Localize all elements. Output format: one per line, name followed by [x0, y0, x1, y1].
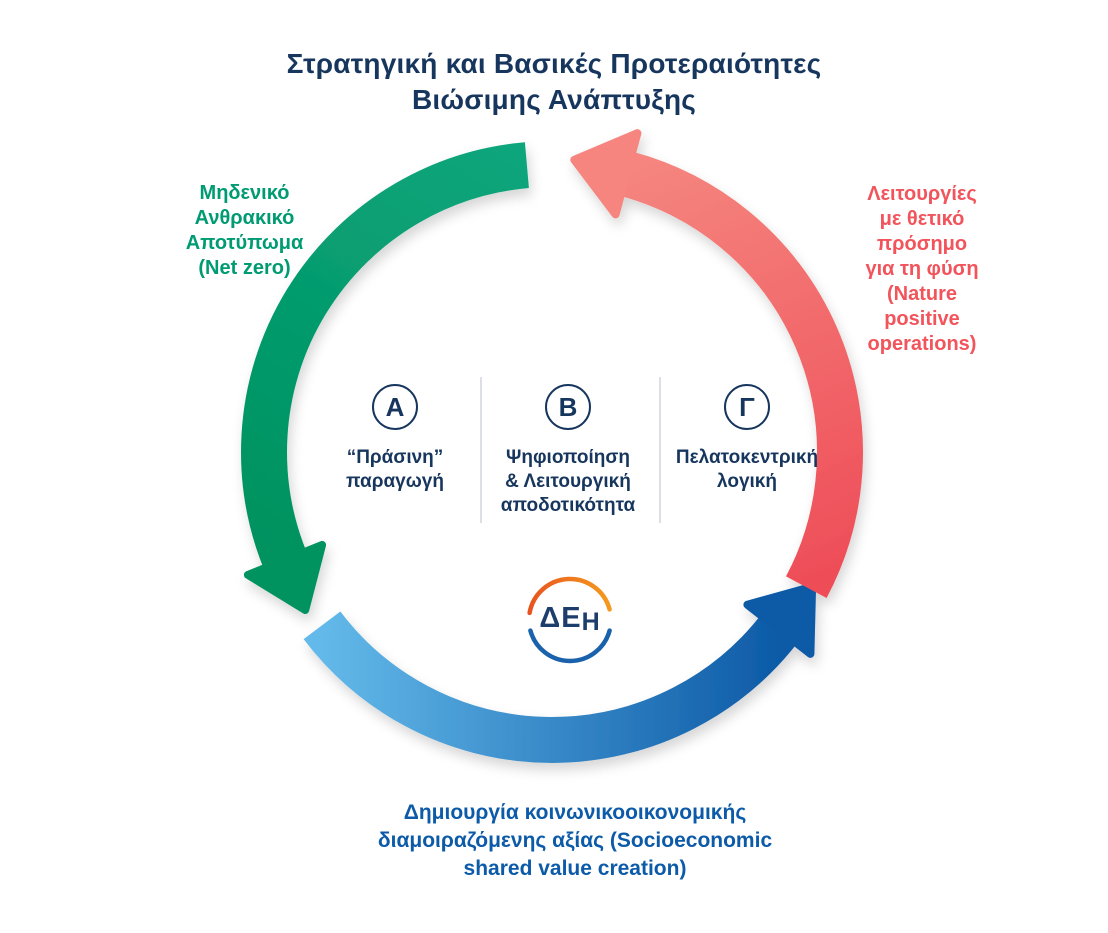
pillar-label-line: Πελατοκεντρική — [675, 447, 819, 468]
page-title-line-1: Στρατηγική και Βασικές Προτεραιότητες — [286, 48, 822, 79]
logo-orange-arc-icon — [527, 576, 612, 616]
pillar-label-line: & Λειτουργική — [505, 471, 631, 492]
blue-arrowhead — [743, 582, 817, 658]
pillar-label-line: παραγωγή — [346, 471, 444, 492]
cycle-arrows-group — [241, 129, 864, 763]
deh-logo: ΔΕΗ — [518, 601, 622, 636]
pillar-label-line: αποδοτικότητα — [500, 495, 636, 516]
pillar-green-production: Α “Πράσινη” παραγωγή — [300, 384, 490, 494]
label-net-zero: Μηδενικό Ανθρακικό Αποτύπωμα (Net zero) — [152, 181, 337, 281]
deh-logo-letter: Ε — [561, 602, 582, 634]
net-zero-line: Αποτύπωμα — [185, 232, 304, 254]
shared-value-line: shared value creation) — [463, 857, 687, 880]
pillar-digitization: Β Ψηφιοποίηση & Λειτουργική αποδοτικότητ… — [473, 384, 663, 518]
deh-logo-letter: Η — [581, 608, 601, 636]
deh-logo-ring — [527, 576, 612, 664]
pillar-label-digitization: Ψηφιοποίηση & Λειτουργική αποδοτικότητα — [473, 446, 663, 518]
green-arrowhead — [243, 540, 327, 614]
net-zero-line: Ανθρακικό — [194, 207, 295, 229]
page-title: Στρατηγική και Βασικές Προτεραιότητες Βι… — [0, 46, 1108, 118]
label-nature-positive: Λειτουργίες με θετικό πρόσημο για τη φύσ… — [830, 182, 1014, 357]
red-arrow-arc — [620, 151, 864, 598]
deh-logo-letter: Δ — [539, 602, 562, 634]
shared-value-line: διαμοιραζόμενης αξίας (Socioeconomic — [377, 829, 773, 852]
column-divider — [480, 377, 482, 523]
green-arrow-arc — [241, 142, 529, 569]
pillar-letter-badge-alpha: Α — [372, 384, 418, 430]
nature-positive-line: πρόσημο — [876, 233, 968, 255]
pillar-label-customer-centric: Πελατοκεντρική λογική — [652, 446, 842, 494]
nature-positive-line: με θετικό — [879, 208, 965, 230]
pillar-label-line: “Πράσινη” — [346, 447, 444, 468]
nature-positive-line: για τη φύση — [865, 258, 979, 280]
pillar-letter-badge-gamma: Γ — [724, 384, 770, 430]
shared-value-line: Δημιουργία κοινωνικοοικονομικής — [403, 801, 747, 824]
nature-positive-line: (Nature — [886, 283, 957, 305]
net-zero-line: Μηδενικό — [199, 182, 290, 204]
net-zero-line: (Net zero) — [198, 257, 291, 279]
pillar-label-line: Ψηφιοποίηση — [505, 447, 631, 468]
pillar-label-green-production: “Πράσινη” παραγωγή — [300, 446, 490, 494]
pillar-label-line: λογική — [717, 471, 777, 492]
label-shared-value: Δημιουργία κοινωνικοοικονομικής διαμοιρα… — [42, 799, 1108, 883]
blue-arrow-arc — [303, 611, 798, 763]
pillar-customer-centric: Γ Πελατοκεντρική λογική — [652, 384, 842, 494]
nature-positive-line: Λειτουργίες — [867, 183, 977, 205]
column-divider — [659, 377, 661, 523]
logo-blue-arc-icon — [528, 628, 612, 664]
nature-positive-line: positive — [884, 308, 960, 330]
page-title-line-2: Βιώσιμης Ανάπτυξης — [411, 84, 697, 115]
nature-positive-line: operations) — [867, 333, 977, 355]
pillar-letter-badge-beta: Β — [545, 384, 591, 430]
red-arrowhead — [570, 129, 642, 219]
